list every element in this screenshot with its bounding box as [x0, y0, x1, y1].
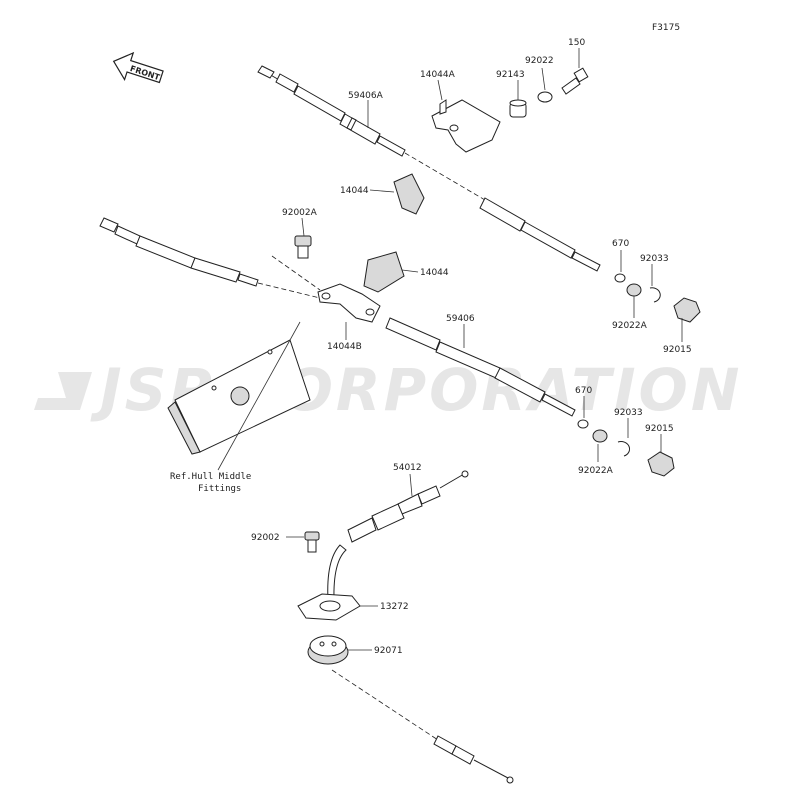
- label-92071: 92071: [374, 646, 403, 656]
- label-92015-top: 92015: [663, 345, 692, 355]
- washer-92022: [537, 91, 553, 103]
- label-14044-top: 14044: [340, 186, 369, 196]
- label-92022A-bottom: 92022A: [578, 466, 614, 476]
- label-54012: 54012: [393, 463, 422, 473]
- washer-92022A-top: [626, 283, 642, 297]
- washer-92022A-bottom: [592, 429, 608, 443]
- label-14044-mid: 14044: [420, 268, 449, 278]
- bolt-92002A: [294, 235, 312, 259]
- bolt-92002: [304, 531, 320, 553]
- label-670-bottom: 670: [575, 386, 592, 396]
- label-92022A-top: 92022A: [612, 321, 648, 331]
- label-14044B: 14044B: [327, 342, 362, 352]
- guide-92002A: [271, 255, 321, 291]
- nut-92015-top: [673, 297, 701, 323]
- cable-59406: [99, 217, 576, 417]
- label-59406: 59406: [446, 314, 475, 324]
- bracket-14044B: [317, 283, 381, 323]
- bolt-150: [561, 67, 589, 95]
- label-150: 150: [568, 38, 585, 48]
- label-92002: 92002: [251, 533, 280, 543]
- ref-note-line1: Ref.Hull Middle: [170, 472, 251, 482]
- clip-92033-top: [649, 287, 661, 303]
- label-13272: 13272: [380, 602, 409, 612]
- bracket-14044A: [431, 99, 501, 153]
- label-92002A: 92002A: [282, 208, 318, 218]
- label-92033-bottom: 92033: [614, 408, 643, 418]
- nut-92015-bottom: [647, 451, 675, 477]
- oring-670-bottom: [577, 419, 589, 429]
- clip-14044-mid: [363, 251, 405, 293]
- part-labels: 150 92022 92143 14044A 59406A 14044 9200…: [251, 38, 692, 656]
- grommet-92071: [307, 635, 349, 665]
- spacer-92143: [509, 99, 527, 118]
- clip-14044-top: [393, 173, 425, 215]
- label-92015-bottom: 92015: [645, 424, 674, 434]
- diagram-id: F3175: [652, 23, 680, 33]
- label-92033-top: 92033: [640, 254, 669, 264]
- ref-note-line2: Fittings: [198, 484, 241, 494]
- label-92143: 92143: [496, 70, 525, 80]
- oring-670-top: [614, 273, 626, 283]
- label-92022: 92022: [525, 56, 554, 66]
- label-59406A: 59406A: [348, 91, 384, 101]
- label-670-top: 670: [612, 239, 629, 249]
- leader-lines: [286, 48, 683, 651]
- cable-54012: [327, 470, 469, 601]
- hull-middle-fittings: [167, 339, 311, 455]
- label-14044A: 14044A: [420, 70, 456, 80]
- front-arrow-icon: FRONT: [112, 51, 164, 84]
- cable-54012-end: [433, 735, 514, 784]
- clip-92033-bottom: [617, 441, 631, 457]
